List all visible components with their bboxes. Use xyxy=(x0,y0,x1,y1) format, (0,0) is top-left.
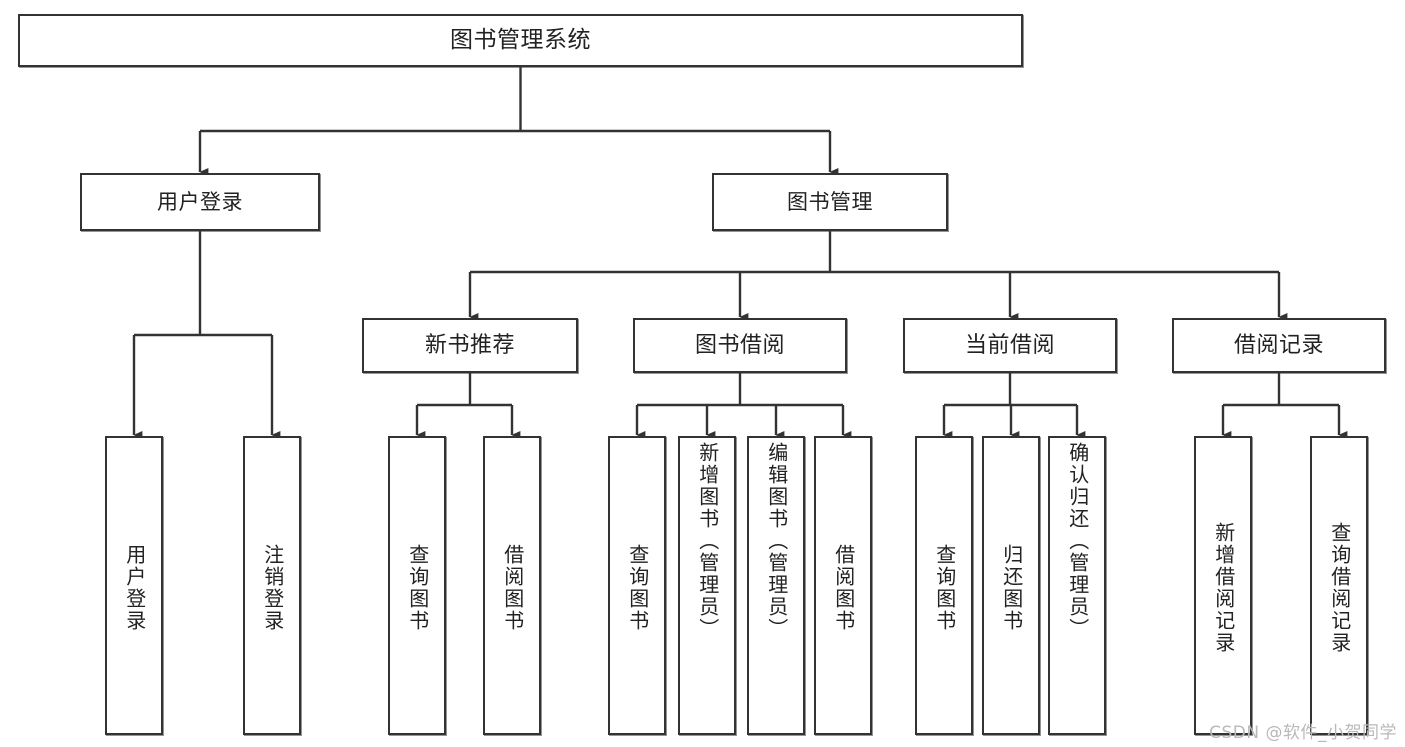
node-label-root: 图书管理系统 xyxy=(450,26,591,53)
node-leaf-return-book[interactable]: 归还图书 xyxy=(982,436,1040,735)
node-label-leaf-add-book: 新增图书（管理员） xyxy=(695,442,720,640)
node-leaf-query-record[interactable]: 查询借阅记录 xyxy=(1310,436,1368,735)
node-leaf-borrow-book-1[interactable]: 借阅图书 xyxy=(483,436,541,735)
node-label-book-manage: 图书管理 xyxy=(787,189,873,214)
node-label-new-book-rec: 新书推荐 xyxy=(424,332,515,358)
node-leaf-add-record[interactable]: 新增借阅记录 xyxy=(1194,436,1252,735)
node-label-leaf-user-login: 用户登录 xyxy=(122,543,147,632)
node-label-user-login: 用户登录 xyxy=(157,189,243,214)
node-label-leaf-edit-book: 编辑图书（管理员） xyxy=(764,442,789,640)
node-label-leaf-borrow-book-2: 借阅图书 xyxy=(831,543,856,632)
node-leaf-user-login[interactable]: 用户登录 xyxy=(105,436,163,735)
node-root[interactable]: 图书管理系统 xyxy=(18,14,1023,67)
node-leaf-edit-book[interactable]: 编辑图书（管理员） xyxy=(747,436,805,735)
node-book-manage[interactable]: 图书管理 xyxy=(712,173,948,231)
node-label-book-borrow: 图书借阅 xyxy=(694,332,785,358)
node-leaf-logout[interactable]: 注销登录 xyxy=(243,436,301,735)
node-label-leaf-borrow-book-1: 借阅图书 xyxy=(500,543,525,632)
node-label-leaf-confirm-return: 确认归还（管理员） xyxy=(1065,442,1090,640)
node-new-book-rec[interactable]: 新书推荐 xyxy=(362,318,578,373)
watermark-text: CSDN @软件_小贺同学 xyxy=(1209,723,1397,743)
node-label-leaf-add-record: 新增借阅记录 xyxy=(1211,521,1236,654)
node-label-current-borrow: 当前借阅 xyxy=(964,332,1055,358)
node-book-borrow[interactable]: 图书借阅 xyxy=(633,318,847,373)
node-borrow-record[interactable]: 借阅记录 xyxy=(1172,318,1386,373)
node-user-login[interactable]: 用户登录 xyxy=(80,173,320,231)
node-leaf-query-book-3[interactable]: 查询图书 xyxy=(915,436,973,735)
node-label-leaf-query-record: 查询借阅记录 xyxy=(1327,521,1352,654)
node-label-leaf-return-book: 归还图书 xyxy=(999,543,1024,632)
node-leaf-query-book-1[interactable]: 查询图书 xyxy=(388,436,446,735)
node-current-borrow[interactable]: 当前借阅 xyxy=(903,318,1117,373)
node-label-leaf-query-book-1: 查询图书 xyxy=(405,543,430,632)
node-label-borrow-record: 借阅记录 xyxy=(1233,332,1324,358)
node-label-leaf-logout: 注销登录 xyxy=(260,543,285,632)
node-leaf-confirm-return[interactable]: 确认归还（管理员） xyxy=(1048,436,1106,735)
node-leaf-borrow-book-2[interactable]: 借阅图书 xyxy=(814,436,872,735)
node-leaf-query-book-2[interactable]: 查询图书 xyxy=(608,436,666,735)
node-label-leaf-query-book-3: 查询图书 xyxy=(932,543,957,632)
node-label-leaf-query-book-2: 查询图书 xyxy=(625,543,650,632)
connector-group xyxy=(132,67,1348,439)
node-leaf-add-book[interactable]: 新增图书（管理员） xyxy=(678,436,736,735)
